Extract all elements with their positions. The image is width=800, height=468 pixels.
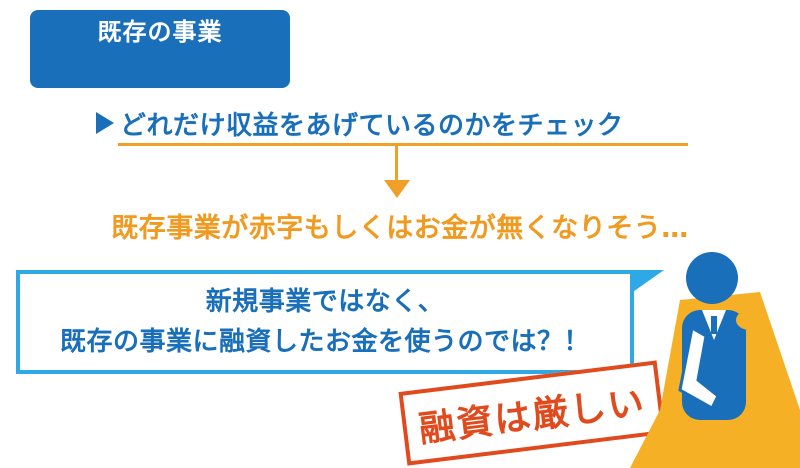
arm-shape [678,325,720,411]
section-tag: 既存の事業 [30,10,290,88]
arrow-down-icon [395,146,398,182]
tie-shape [711,316,717,334]
speech-line-1: 新規事業ではなく、 [205,287,445,317]
triangle-right-icon [96,112,114,134]
shoulder-shape [736,310,764,330]
check-heading: どれだけ収益をあげているのかをチェック [96,104,696,142]
speech-line-2: 既存の事業に融資したお金を使うのでは？！ [59,327,590,357]
warning-text: 既存事業が赤字もしくはお金が無くなりそう… [111,213,689,244]
head-shape [686,252,738,304]
check-heading-text: どれだけ収益をあげているのかをチェック [120,110,624,141]
check-underline [118,143,688,146]
speech-bubble-tail [630,270,664,294]
section-tag-label: 既存の事業 [97,17,223,46]
arrow-down-head-icon [384,180,410,198]
speech-bubble: 新規事業ではなく、 既存の事業に融資したお金を使うのでは？！ [16,270,634,374]
businessman-figure [630,252,800,468]
